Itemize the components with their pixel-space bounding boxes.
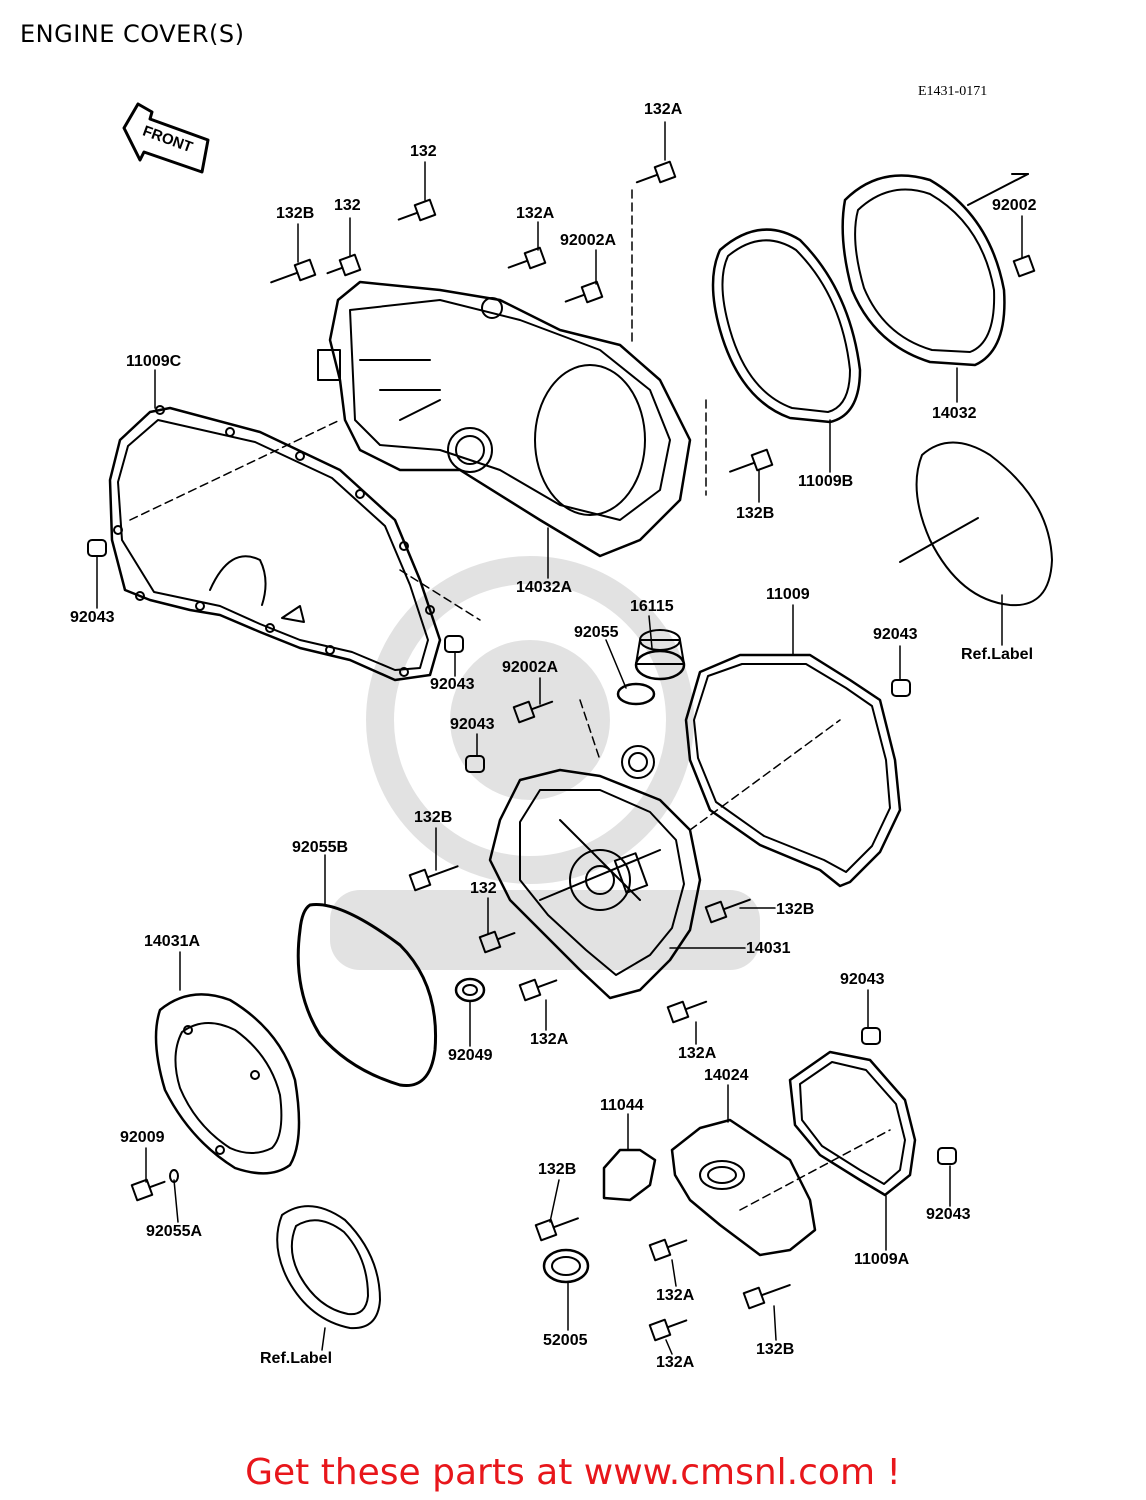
front-arrow-label: FRONT	[140, 123, 194, 157]
callout-ref-label-right: Ref.Label	[961, 646, 1034, 663]
callout-14031a: 14031A	[144, 933, 201, 950]
o-ring-92055	[616, 682, 656, 706]
dowel-pins-92043	[87, 539, 957, 1165]
watermark-logo	[330, 556, 760, 970]
callout-132a-top: 132A	[644, 101, 683, 118]
callout-92002a-mid: 92002A	[502, 659, 559, 676]
callout-11009: 11009	[766, 586, 810, 603]
callout-132a-low: 132A	[530, 1031, 569, 1048]
oil-seal-92049	[454, 977, 486, 1003]
callout-132b-mid-right: 132B	[776, 901, 815, 918]
callout-14032: 14032	[932, 405, 977, 422]
callout-132b-left: 132B	[276, 205, 315, 222]
callout-132b-mid: 132B	[414, 809, 453, 826]
oil-seal-52005	[542, 1248, 590, 1284]
front-arrow-icon: FRONT	[122, 102, 210, 174]
left-engine-cover-14032a	[317, 280, 692, 558]
gasket-11009a	[788, 1050, 917, 1197]
callout-132-top: 132	[410, 143, 437, 160]
cover-14024	[670, 1118, 817, 1257]
o-ring-92055b	[296, 903, 438, 1088]
reference-label-plate-bottom	[276, 1205, 381, 1330]
right-engine-cover-14031	[488, 745, 702, 1000]
bolts	[130, 160, 1036, 1342]
gasket-11009c	[108, 405, 442, 682]
outer-cover-14031a	[154, 993, 301, 1175]
callout-92043-mid: 92043	[450, 716, 495, 733]
gasket-11009	[684, 653, 902, 888]
callout-11044: 11044	[600, 1097, 644, 1114]
callout-92049: 92049	[448, 1047, 493, 1064]
callout-132a-low-right: 132A	[678, 1045, 717, 1062]
callout-92002a-top: 92002A	[560, 232, 617, 249]
callout-92043-right: 92043	[873, 626, 918, 643]
clutch-inspection-cover-14032	[841, 173, 1029, 367]
callout-92055a: 92055A	[146, 1223, 203, 1240]
callout-92055: 92055	[574, 624, 619, 641]
callout-14031: 14031	[746, 940, 791, 957]
callout-132-left: 132	[334, 197, 361, 214]
callout-52005: 52005	[543, 1332, 588, 1349]
callout-132b-right: 132B	[736, 505, 775, 522]
callout-92043-low-right: 92043	[840, 971, 885, 988]
page-title: ENGINE COVER(S)	[20, 20, 245, 48]
callout-11009a: 11009A	[854, 1251, 910, 1268]
bracket-11044	[602, 1148, 657, 1202]
gasket-11009b	[711, 228, 862, 424]
callout-92055b: 92055B	[292, 839, 349, 856]
callout-92043-left: 92043	[70, 609, 115, 626]
callout-92043-far-right: 92043	[926, 1206, 971, 1223]
callout-132a-bottom1: 132A	[656, 1287, 695, 1304]
callout-92009: 92009	[120, 1129, 165, 1146]
reference-label-circle-right	[899, 441, 1053, 607]
callout-132a-bottom2: 132A	[656, 1354, 695, 1371]
callout-132a-mid: 132A	[516, 205, 555, 222]
callout-14032a: 14032A	[516, 579, 573, 596]
callout-132-mid: 132	[470, 880, 497, 897]
callout-92043-center: 92043	[430, 676, 475, 693]
footer-parts-link[interactable]: Get these parts at www.cmsnl.com !	[245, 1452, 901, 1493]
diagram-code: E1431-0171	[918, 84, 988, 99]
callout-16115: 16115	[630, 598, 674, 615]
oil-filler-cap-16115	[634, 629, 686, 681]
callout-11009b: 11009B	[798, 473, 854, 490]
callout-132b-bottom: 132B	[756, 1341, 795, 1358]
callout-14024: 14024	[704, 1067, 749, 1084]
callout-132b-low: 132B	[538, 1161, 577, 1178]
leader-lines	[96, 121, 1023, 1355]
callout-11009c: 11009C	[126, 353, 182, 370]
callout-ref-label-bottom: Ref.Label	[260, 1350, 333, 1367]
callout-92002-right: 92002	[992, 197, 1037, 214]
